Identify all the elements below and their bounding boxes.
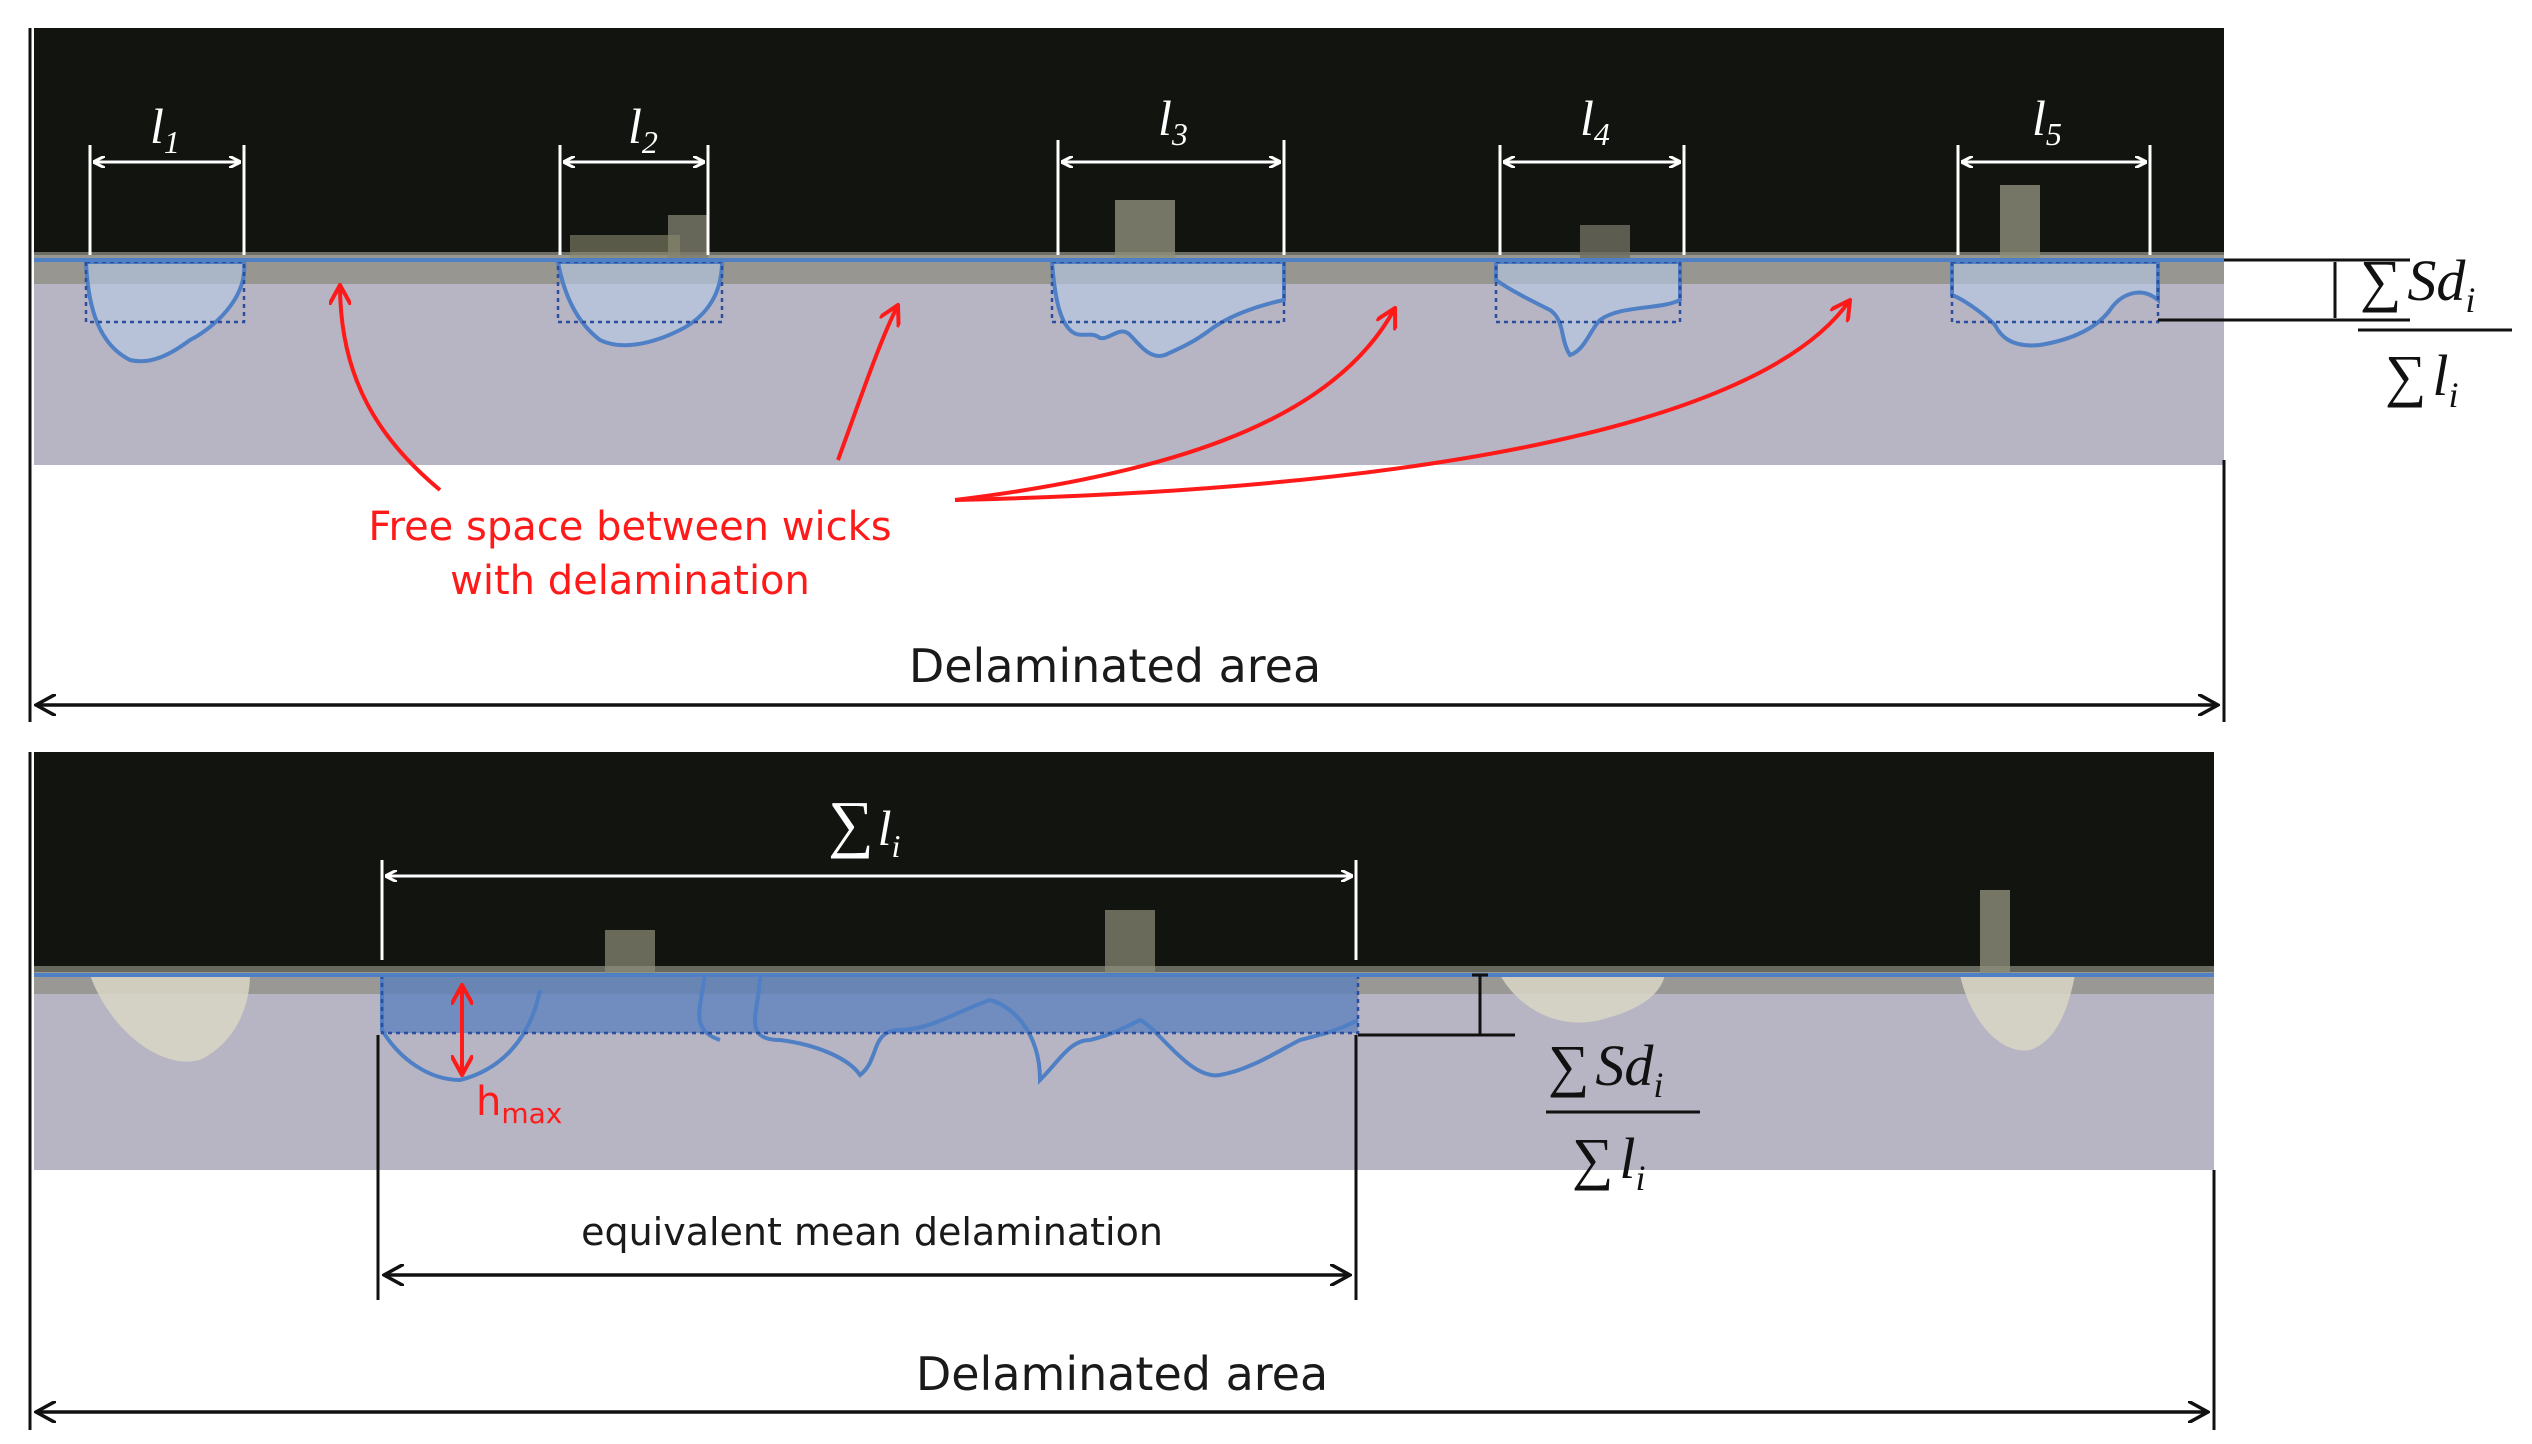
delam-region-1 xyxy=(83,260,247,364)
bottom-formula-denominator: ∑li xyxy=(1572,1126,1646,1198)
delam-region-2 xyxy=(555,260,725,348)
bottom-photo xyxy=(34,752,2214,1170)
wick-label-2: l2 xyxy=(628,98,658,160)
wick-labels: l1 l2 l3 l4 l5 xyxy=(150,90,2062,160)
delam-region-4 xyxy=(1494,260,1682,358)
wick-label-4: l4 xyxy=(1580,90,1610,152)
bottom-formula: ∑Sdi ∑li xyxy=(1546,1033,1700,1198)
bottom-mean-fill xyxy=(382,975,1358,1033)
top-formula: ∑Sdi ∑li xyxy=(2358,248,2512,415)
hmax-label: hmax xyxy=(476,1079,562,1130)
wick-label-1: l1 xyxy=(150,98,180,160)
free-space-arrows xyxy=(340,285,1850,502)
delam-region-5 xyxy=(1950,260,2160,348)
wick-label-3: l3 xyxy=(1158,90,1188,152)
top-wick-dimensions xyxy=(88,140,2152,255)
delam-region-3 xyxy=(1049,260,1286,358)
sum-li-label: ∑li xyxy=(828,788,900,864)
top-formula-numerator: ∑Sdi xyxy=(2360,248,2475,320)
bottom-area-label: Delaminated area xyxy=(916,1347,1328,1401)
top-area-label: Delaminated area xyxy=(909,639,1321,693)
bottom-delamination-outline xyxy=(380,974,1359,1085)
top-photo xyxy=(34,28,2224,465)
top-panel: l1 l2 l3 l4 l5 Free space between wicks … xyxy=(28,28,2512,722)
top-delamination-regions xyxy=(83,260,2160,364)
free-space-label-line2: with delamination xyxy=(450,558,810,604)
bottom-panel: ∑li hmax equivalent mean delamination De… xyxy=(28,752,2216,1430)
wick-label-5: l5 xyxy=(2032,90,2062,152)
equivalent-mean-label: equivalent mean delamination xyxy=(581,1210,1163,1254)
bottom-formula-numerator: ∑Sdi xyxy=(1548,1033,1663,1105)
top-formula-denominator: ∑li xyxy=(2385,343,2459,415)
free-space-label-line1: Free space between wicks xyxy=(368,504,891,550)
